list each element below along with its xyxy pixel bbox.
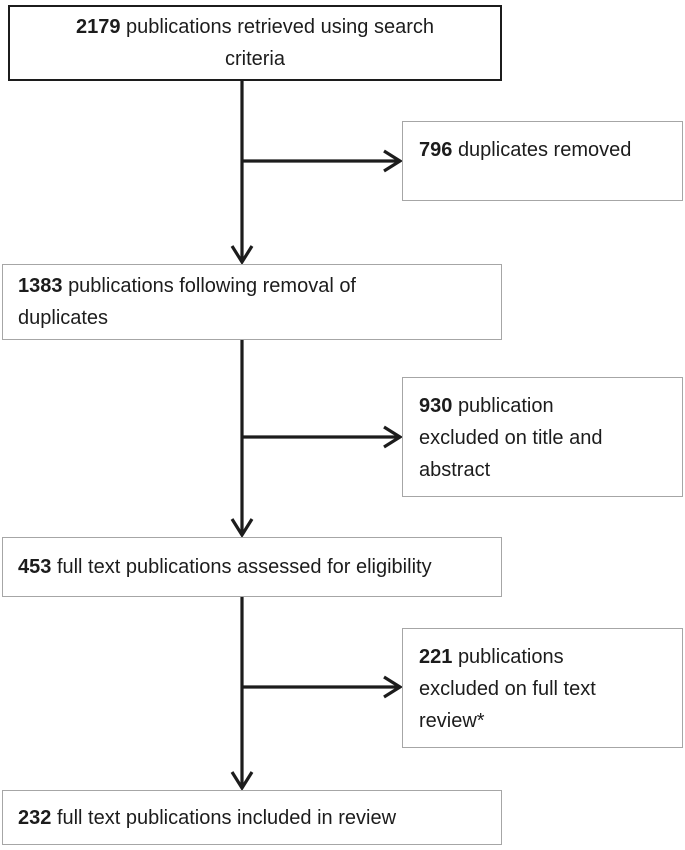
box-text: publications excluded on full text revie…: [419, 646, 596, 732]
box-text-wrap: 232 full text publications included in r…: [18, 802, 396, 834]
box-text: publications retrieved using search crit…: [126, 16, 434, 70]
box-excluded-full-text: 221 publications excluded on full text r…: [402, 628, 683, 748]
box-publications-retrieved: 2179 publications retrieved using search…: [8, 5, 502, 81]
box-text-wrap: 1383 publications following removal of d…: [18, 270, 398, 334]
box-number: 232: [18, 806, 52, 829]
box-number: 221: [419, 646, 453, 668]
arrow-head-down-icon: [230, 518, 254, 539]
box-duplicates-removed: 796 duplicates removed: [402, 121, 683, 201]
box-text-wrap: 453 full text publications assessed for …: [18, 551, 432, 583]
arrow-branch-excluded-title-abstract: [242, 425, 404, 449]
arrow-head-down-icon: [230, 771, 254, 792]
arrow-head-right-icon: [383, 149, 404, 173]
arrow-branch-duplicates-removed: [242, 149, 404, 173]
arrow-retrieved-to-after-duplicates: [230, 81, 254, 266]
box-text-wrap: 2179 publications retrieved using search…: [58, 11, 453, 75]
box-number: 2179: [75, 16, 121, 38]
box-number: 1383: [18, 275, 63, 297]
box-text-wrap: 796 duplicates removed: [419, 134, 672, 166]
arrow-head-right-icon: [383, 425, 404, 449]
box-text-wrap: 221 publications excluded on full text r…: [419, 641, 634, 737]
box-text: duplicates removed: [457, 139, 632, 161]
box-included-in-review: 232 full text publications included in r…: [2, 790, 502, 845]
box-excluded-title-abstract: 930 publication excluded on title and ab…: [402, 377, 683, 497]
arrow-head-down-icon: [230, 245, 254, 266]
box-assessed-for-eligibility: 453 full text publications assessed for …: [2, 537, 502, 597]
box-text: publication excluded on title and abstra…: [419, 395, 603, 481]
arrow-head-right-icon: [383, 675, 404, 699]
box-number: 796: [419, 139, 453, 161]
box-number: 453: [18, 556, 52, 578]
box-text: publications following removal of duplic…: [18, 275, 356, 329]
box-number: 930: [419, 395, 453, 417]
arrow-branch-excluded-full-text: [242, 675, 404, 699]
box-publications-after-duplicate-removal: 1383 publications following removal of d…: [2, 264, 502, 340]
arrow-assessed-to-included: [230, 597, 254, 792]
box-text-wrap: 930 publication excluded on title and ab…: [419, 390, 634, 486]
box-text: full text publications assessed for elig…: [56, 556, 432, 578]
box-text: full text publications included in revie…: [56, 806, 397, 829]
